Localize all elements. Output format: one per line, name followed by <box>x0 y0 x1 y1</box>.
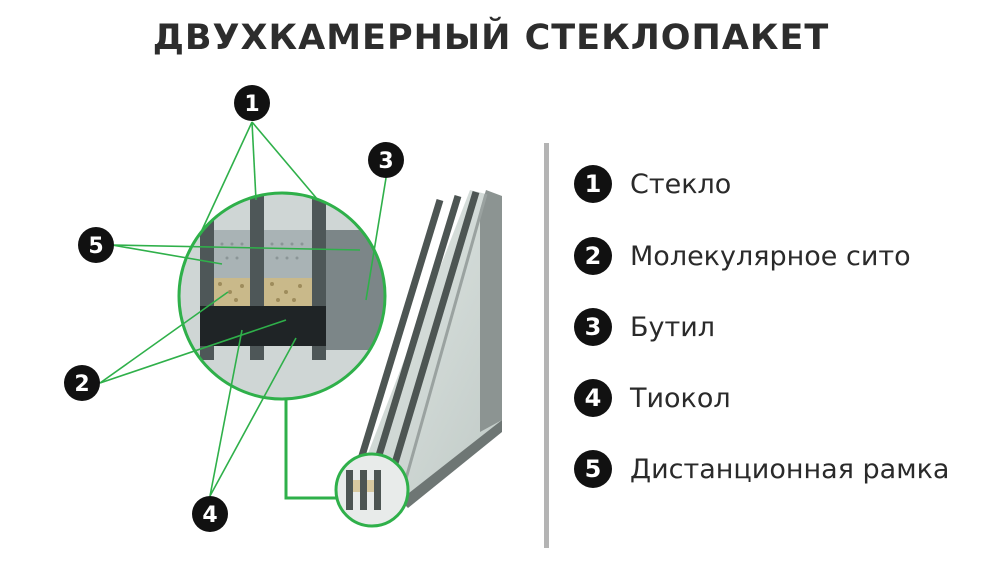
window-unit <box>346 190 502 508</box>
legend-item-glass: 1 Стекло <box>574 164 731 204</box>
number-badge: 2 <box>574 237 612 275</box>
callout-1: 1 <box>234 85 270 121</box>
legend-label: Бутил <box>630 311 716 343</box>
number-badge: 4 <box>574 379 612 417</box>
page-title: ДВУХКАМЕРНЫЙ СТЕКЛОПАКЕТ <box>152 18 830 58</box>
legend-label: Тиокол <box>630 382 731 414</box>
number-badge: 5 <box>574 450 612 488</box>
svg-text:2: 2 <box>74 372 89 397</box>
svg-text:1: 1 <box>244 92 259 117</box>
callout-2: 2 <box>64 365 100 401</box>
legend-item-molecular-sieve: 2 Молекулярное сито <box>574 236 911 276</box>
svg-text:3: 3 <box>378 149 393 174</box>
legend-label: Дистанционная рамка <box>630 453 950 485</box>
number-badge: 1 <box>574 165 612 203</box>
svg-text:4: 4 <box>202 503 217 528</box>
svg-text:5: 5 <box>88 234 103 259</box>
callout-5: 5 <box>78 227 114 263</box>
callout-3: 3 <box>368 142 404 178</box>
legend-divider <box>544 143 549 548</box>
legend-label: Стекло <box>630 168 732 200</box>
legend-item-butyl: 3 Бутил <box>574 307 715 347</box>
zoom-connector <box>284 399 336 500</box>
legend-item-thiokol: 4 Тиокол <box>574 378 731 418</box>
legend-item-spacer-frame: 5 Дистанционная рамка <box>574 449 949 489</box>
callout-4: 4 <box>192 496 228 532</box>
leader-lines <box>99 121 387 497</box>
legend-label: Молекулярное сито <box>630 240 911 272</box>
number-badge: 3 <box>574 308 612 346</box>
spacer-frame-2 <box>264 230 312 278</box>
thiokol-seal <box>200 306 326 346</box>
frame-outer-edge <box>480 190 502 432</box>
spacer-frame-1 <box>214 230 250 278</box>
corner-detail-circle <box>334 452 410 528</box>
